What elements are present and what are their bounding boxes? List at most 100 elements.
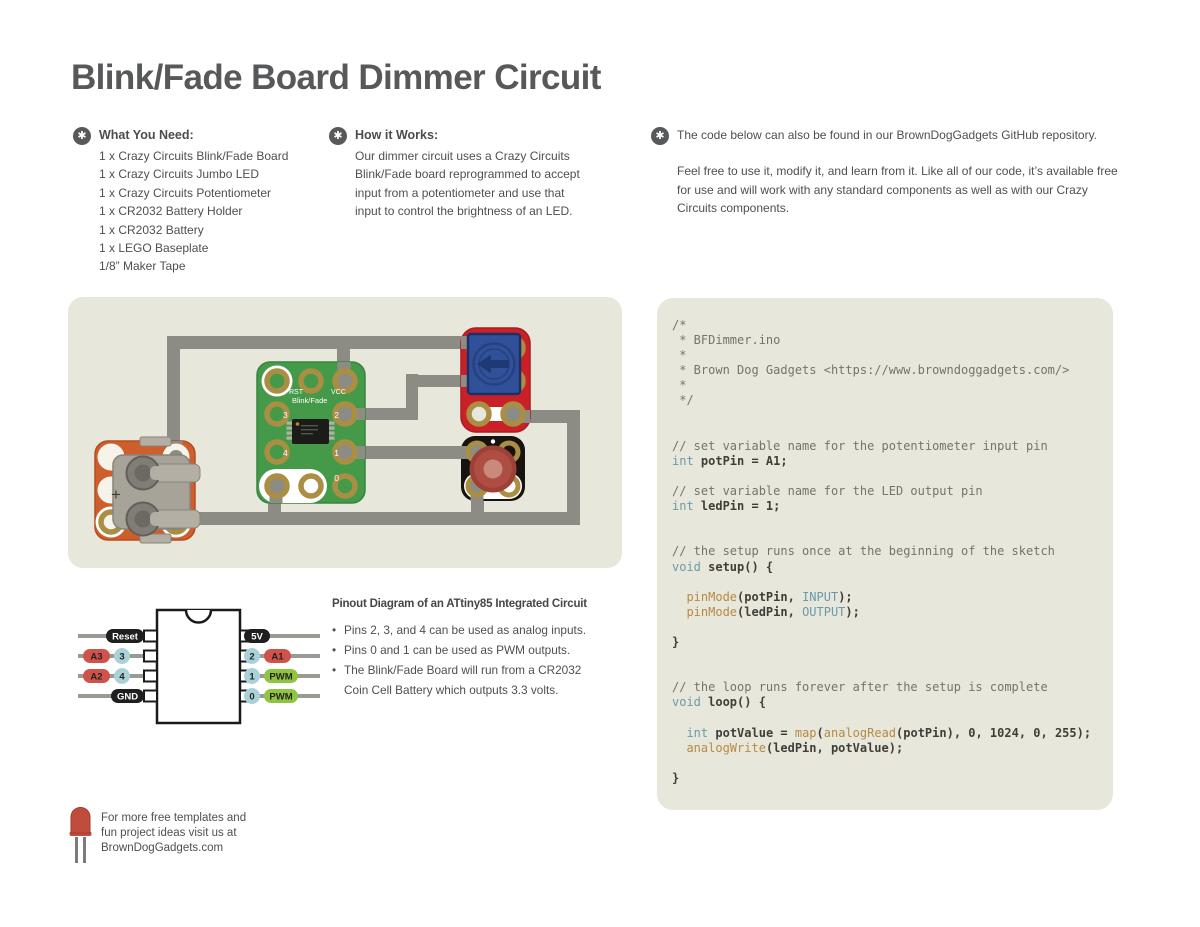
- pin-pill-a2: [83, 669, 110, 683]
- led-dome: [469, 439, 517, 493]
- code-line: * BFDimmer.ino: [672, 333, 781, 348]
- code-line: /*: [672, 318, 687, 332]
- code-line: [672, 756, 1099, 771]
- pinout-description: Pinout Diagram of an ATtiny85 Integrated…: [332, 598, 627, 700]
- pinout-note: The Blink/Fade Board will run from a CR2…: [332, 660, 627, 680]
- pin-label-5v: 5V: [251, 632, 263, 643]
- material-list-item: 1 x Crazy Circuits Blink/Fade Board: [99, 149, 289, 163]
- pin-circle-4: [114, 668, 130, 684]
- pin-label-1: 1: [249, 672, 255, 683]
- code-line: pinMode(potPin, INPUT);: [686, 589, 853, 604]
- footer-line: fun project ideas visit us at: [101, 827, 237, 840]
- pin-pill-reset: [106, 629, 144, 643]
- pinout-note: Coin Cell Battery which outputs 3.3 volt…: [344, 683, 559, 697]
- code-line: *: [672, 378, 687, 393]
- pinout-title: Pinout Diagram of an ATtiny85 Integrated…: [332, 598, 587, 610]
- how-it-works-text: Our dimmer circuit uses a Crazy Circuits…: [355, 149, 580, 219]
- ic-chip: [286, 419, 335, 444]
- code-line: pinMode(ledPin, OUTPUT);: [686, 604, 860, 619]
- code-line: * Brown Dog Gadgets <https://www.browndo…: [672, 363, 1070, 378]
- code-line: [672, 620, 1099, 635]
- code-line: analogWrite(ledPin, potValue);: [686, 740, 904, 755]
- label-vcc: VCC: [331, 389, 346, 396]
- pin-pill-gnd: [111, 689, 144, 703]
- star-icon: ✱: [329, 127, 347, 145]
- code-line: [672, 514, 1099, 529]
- pin-pill-a3: [83, 649, 110, 663]
- code-line: */: [672, 393, 694, 408]
- code-line: // set variable name for the LED output …: [672, 484, 983, 499]
- star-icon: ✱: [73, 127, 91, 145]
- battery-plus-label: +: [111, 485, 121, 504]
- pin-label-pwm0: PWM: [269, 692, 292, 703]
- pinout-note: Pins 0 and 1 can be used as PWM outputs.: [332, 640, 627, 660]
- code-line: [672, 529, 1099, 544]
- label-pin0: 0: [334, 473, 339, 483]
- board-labels: RST VCC Blink/Fade 3 2 4 1 0: [283, 389, 346, 483]
- footer-line: BrownDogGadgets.com: [101, 842, 224, 855]
- materials-heading: What You Need:: [99, 128, 194, 142]
- material-list-item: 1/8” Maker Tape: [99, 259, 186, 274]
- label-board-name: Blink/Fade: [292, 396, 327, 405]
- code-line: // set variable name for the potentiomet…: [672, 438, 1048, 453]
- pin-label-a2: A2: [90, 672, 102, 683]
- code-panel: /* * BFDimmer.ino * * Brown Dog Gadgets …: [657, 298, 1113, 810]
- pin-label-a1: A1: [271, 652, 284, 663]
- pin-label-pwm1: PWM: [269, 672, 292, 683]
- code-line: void loop() {: [672, 695, 766, 710]
- how-it-works-column: ✱ How it Works: Our dimmer circuit uses …: [329, 126, 591, 221]
- pin-label-3: 3: [119, 652, 124, 663]
- battery-clip: +: [111, 436, 201, 544]
- label-pin4: 4: [283, 448, 288, 458]
- potentiometer-dial: [466, 332, 522, 396]
- code-note-column: ✱ The code below can also be found in ou…: [651, 126, 1123, 218]
- code-line: void setup() {: [672, 559, 774, 574]
- code-line: int ledPin = 1;: [672, 499, 781, 514]
- code-line: [672, 710, 1099, 725]
- label-rst: RST: [289, 389, 304, 396]
- pinout-svg: Reset 5V A3 3 2 A1 A2 4 1 PWM GND 0 PWM: [78, 608, 320, 725]
- code-line: [672, 469, 1099, 484]
- label-pin2: 2: [334, 410, 339, 420]
- pin-circle-1: [244, 668, 260, 684]
- code-line: }: [672, 634, 680, 649]
- how-it-works-heading: How it Works:: [355, 128, 439, 142]
- label-pin1: 1: [334, 448, 339, 458]
- code-listing: /* * BFDimmer.ino * * Brown Dog Gadgets …: [672, 318, 1099, 786]
- pin-label-2: 2: [249, 652, 254, 663]
- pin-circle-2: [244, 648, 260, 664]
- code-line: int potValue = map(analogRead(potPin), 0…: [686, 725, 1092, 740]
- material-list-item: 1 x Crazy Circuits Jumbo LED: [99, 167, 260, 182]
- code-line: [672, 575, 1099, 590]
- code-line: [672, 665, 1099, 680]
- star-icon: ✱: [651, 127, 669, 145]
- pinout-note: Pins 2, 3, and 4 can be used as analog i…: [332, 620, 627, 640]
- label-pin3: 3: [283, 410, 288, 420]
- footer: For more free templates and fun project …: [68, 804, 246, 866]
- page-title: Blink/Fade Board Dimmer Circuit: [71, 58, 601, 97]
- code-line: [672, 424, 1099, 439]
- material-list-item: 1 x Crazy Circuits Potentiometer: [99, 185, 272, 200]
- material-list-item: 1 x CR2032 Battery: [99, 222, 204, 237]
- code-line: }: [672, 770, 680, 785]
- pin-pill-a1: [264, 649, 291, 663]
- ic-notch: [184, 609, 213, 624]
- pin-label-4: 4: [119, 672, 125, 683]
- circuit-diagram: + RST VCC Blink/Fade 3 2 4 1 0: [68, 297, 622, 568]
- code-note-line: The code below can also be found in our …: [677, 128, 1098, 142]
- materials-list: 1 x Crazy Circuits Blink/Fade Board 1 x C…: [99, 147, 288, 276]
- pinout-diagram: Reset 5V A3 3 2 A1 A2 4 1 PWM GND 0 PWM: [70, 595, 330, 748]
- material-list-item: 1 x CR2032 Battery Holder: [99, 204, 243, 219]
- code-note-paragraph: Feel free to use it, modify it, and lear…: [677, 164, 1118, 216]
- circuit-diagram-svg: + RST VCC Blink/Fade 3 2 4 1 0: [68, 297, 622, 568]
- pin-label-a3: A3: [90, 652, 102, 663]
- pin-label-gnd: GND: [117, 692, 138, 703]
- pin-label-0: 0: [249, 692, 254, 703]
- code-line: // the loop runs forever after the setup…: [672, 680, 1048, 695]
- pin-pill-5v: [244, 629, 270, 643]
- code-line: [672, 409, 1099, 424]
- material-list-item: 1 x LEGO Baseplate: [99, 241, 209, 256]
- footer-line: For more free templates and: [101, 812, 247, 824]
- pin-label-reset: Reset: [112, 632, 139, 643]
- ic-body: [155, 608, 242, 725]
